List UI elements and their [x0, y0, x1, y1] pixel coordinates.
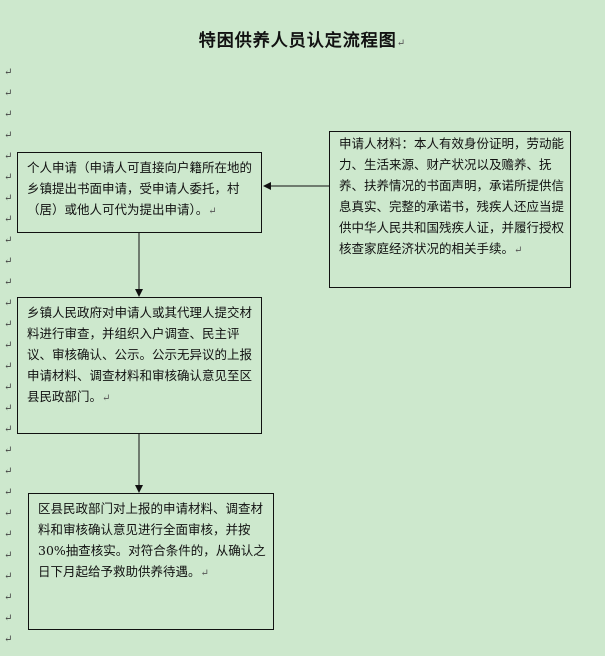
personal-application-box: 个人申请（申请人可直接向户籍所在地的乡镇提出书面申请，受申请人委托，村（居）或他… — [17, 152, 262, 233]
margin-paragraph-mark: ↵ — [4, 445, 13, 456]
paragraph-mark: ↵ — [208, 206, 217, 217]
margin-paragraph-mark: ↵ — [4, 529, 13, 540]
margin-paragraph-mark: ↵ — [4, 298, 13, 309]
margin-paragraph-mark: ↵ — [4, 508, 13, 519]
margin-paragraph-mark: ↵ — [4, 172, 13, 183]
paragraph-mark: ↵ — [102, 393, 111, 404]
margin-paragraph-mark: ↵ — [4, 277, 13, 288]
paragraph-mark: ↵ — [514, 245, 523, 256]
margin-paragraph-mark: ↵ — [4, 382, 13, 393]
margin-paragraph-mark: ↵ — [4, 634, 13, 645]
margin-paragraph-mark: ↵ — [4, 340, 13, 351]
margin-paragraph-mark: ↵ — [4, 256, 13, 267]
margin-paragraph-mark: ↵ — [4, 571, 13, 582]
margin-paragraph-mark: ↵ — [4, 193, 13, 204]
margin-paragraph-mark: ↵ — [4, 214, 13, 225]
margin-paragraph-mark: ↵ — [4, 592, 13, 603]
page-title: 特困供养人员认定流程图↵ — [0, 26, 605, 51]
margin-paragraph-mark: ↵ — [4, 403, 13, 414]
county-approval-box: 区县民政部门对上报的申请材料、调查材料和审核确认意见进行全面审核，并按 30%抽… — [28, 493, 274, 630]
margin-paragraph-mark: ↵ — [4, 424, 13, 435]
margin-paragraph-mark: ↵ — [4, 130, 13, 141]
township-review-box: 乡镇人民政府对申请人或其代理人提交材料进行审查，并组织入户调查、民主评议、审核确… — [17, 297, 262, 434]
personal-application-text: 个人申请（申请人可直接向户籍所在地的乡镇提出书面申请，受申请人委托，村（居）或他… — [27, 160, 253, 217]
paragraph-mark: ↵ — [200, 568, 209, 579]
applicant-materials-text: 申请人材料：本人有效身份证明，劳动能力、生活来源、财产状况以及赡养、抚养、扶养情… — [339, 136, 565, 256]
margin-paragraph-mark: ↵ — [4, 151, 13, 162]
township-review-text: 乡镇人民政府对申请人或其代理人提交材料进行审查，并组织入户调查、民主评议、审核确… — [27, 305, 253, 404]
margin-paragraph-mark: ↵ — [4, 67, 13, 78]
margin-paragraph-mark: ↵ — [4, 550, 13, 561]
county-approval-text: 区县民政部门对上报的申请材料、调查材料和审核确认意见进行全面审核，并按 30%抽… — [38, 501, 266, 579]
paragraph-mark: ↵ — [396, 38, 407, 49]
margin-paragraph-mark: ↵ — [4, 235, 13, 246]
applicant-materials-box: 申请人材料：本人有效身份证明，劳动能力、生活来源、财产状况以及赡养、抚养、扶养情… — [329, 131, 571, 288]
margin-paragraph-mark: ↵ — [4, 361, 13, 372]
margin-paragraph-mark: ↵ — [4, 487, 13, 498]
margin-paragraph-mark: ↵ — [4, 613, 13, 624]
margin-paragraph-mark: ↵ — [4, 319, 13, 330]
margin-paragraph-mark: ↵ — [4, 88, 13, 99]
margin-paragraph-mark: ↵ — [4, 466, 13, 477]
margin-paragraph-mark: ↵ — [4, 109, 13, 120]
margin-paragraph-marks: ↵ ↵ ↵ ↵ ↵ ↵ ↵ ↵ ↵ ↵ ↵ ↵ ↵ ↵ ↵ ↵ ↵ ↵ ↵ ↵ ↵ ↵ ↵ ↵ ↵ ↵ ↵ ↵ — [4, 62, 16, 650]
title-text: 特困供养人员认定流程图 — [198, 31, 397, 51]
